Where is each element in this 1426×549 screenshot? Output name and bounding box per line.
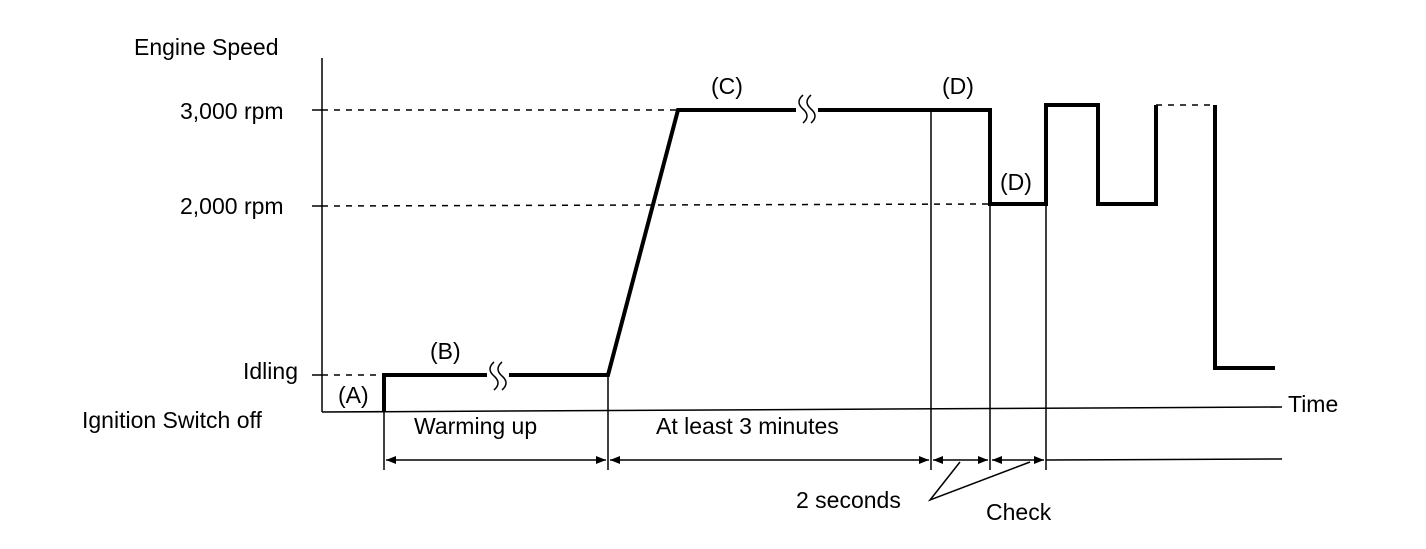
label-phase-d2: (D)	[1000, 169, 1032, 195]
label-phase-d1: (D)	[942, 73, 974, 99]
label-check: Check	[986, 499, 1052, 525]
leader-2-seconds	[927, 461, 1031, 502]
label-2-seconds: 2 seconds	[796, 487, 901, 513]
break-symbol-b	[489, 361, 507, 391]
engine-speed-profile	[382, 103, 1158, 412]
engine-speed-profile-shutdown	[1213, 105, 1275, 370]
x-axis-label: Time	[1288, 391, 1338, 417]
label-at-least-3-min: At least 3 minutes	[656, 413, 839, 439]
label-warming-up: Warming up	[414, 413, 537, 439]
y-axis-label: Engine Speed	[134, 34, 279, 60]
label-phase-a: (A)	[338, 382, 369, 408]
label-idling: Idling	[243, 358, 298, 384]
x-axis-line	[321, 406, 1283, 413]
label-3000-rpm: 3,000 rpm	[180, 98, 284, 124]
label-ignition-off: Ignition Switch off	[82, 407, 262, 433]
break-gap-c	[796, 99, 818, 121]
label-phase-c: (C)	[711, 73, 743, 99]
label-phase-b: (B)	[430, 338, 461, 364]
break-gap-b	[487, 364, 509, 386]
break-symbol-c	[798, 94, 816, 124]
label-2000-rpm: 2,000 rpm	[180, 193, 284, 219]
ref-line-2000	[321, 203, 991, 207]
timeline-base	[1045, 458, 1283, 461]
